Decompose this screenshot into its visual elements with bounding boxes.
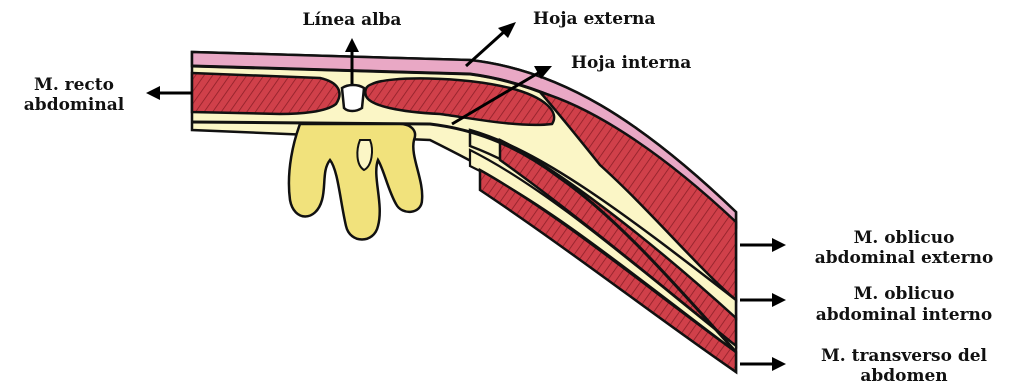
- label-obl-ext-line2: abdominal externo: [815, 248, 994, 268]
- rectus-muscle-left: [192, 73, 339, 114]
- label-obl-ext-line1: M. oblicuo: [854, 228, 955, 248]
- label-recto-line2: abdominal: [24, 95, 125, 115]
- label-transv-line2: abdomen: [860, 366, 947, 386]
- label-obl-int-line2: abdominal interno: [816, 305, 992, 325]
- obl-ext-arrowhead: [772, 238, 786, 252]
- obl-int-arrowhead: [772, 293, 786, 307]
- label-linea-alba: Línea alba: [303, 10, 402, 30]
- linea-alba-arrowhead: [345, 38, 359, 52]
- transv-arrowhead: [772, 357, 786, 371]
- label-hoja-interna: Hoja interna: [571, 53, 691, 73]
- fat-globule-inner: [357, 140, 372, 170]
- hoja-externa-arrow: [466, 30, 506, 66]
- label-recto-line1: M. recto: [34, 75, 114, 95]
- fat-globules: [289, 124, 422, 240]
- label-transv-line1: M. transverso del: [821, 346, 988, 366]
- label-hoja-externa: Hoja externa: [533, 9, 655, 29]
- recto-arrowhead: [146, 86, 160, 100]
- linea-alba-gap: [342, 85, 364, 111]
- label-obl-int-line1: M. oblicuo: [854, 284, 955, 304]
